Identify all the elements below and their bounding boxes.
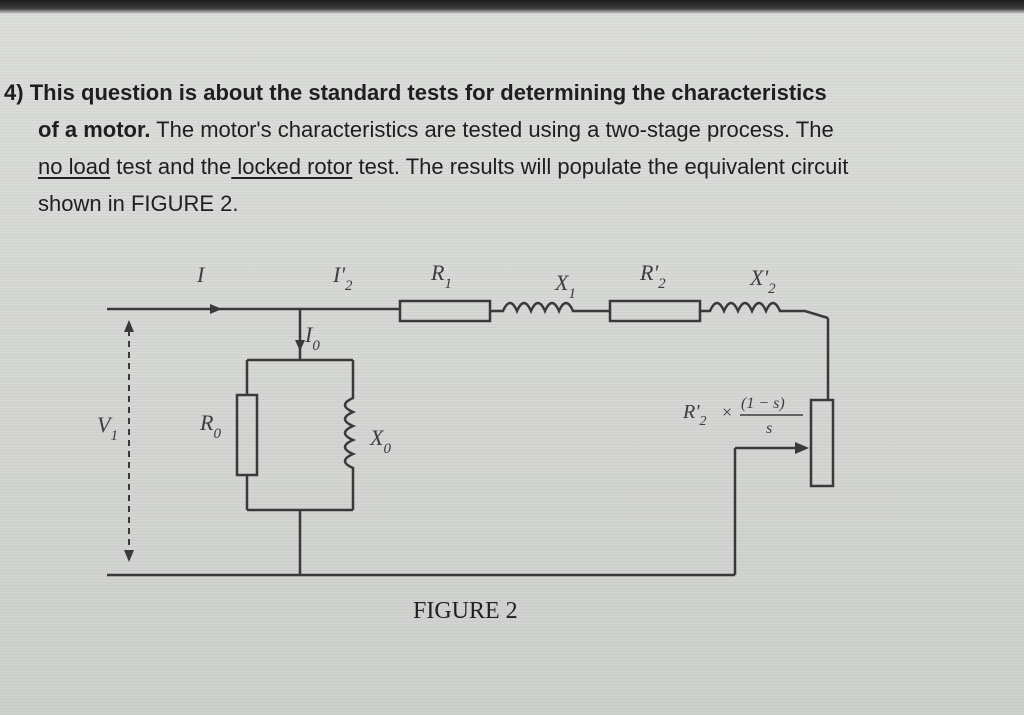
question-heading-end: of a motor. <box>38 117 151 142</box>
label-load-numerator: (1 − s) <box>741 395 785 412</box>
x2-inductor <box>700 301 829 320</box>
label-x2: X'2 <box>749 265 776 297</box>
label-i0: I0 <box>304 322 320 354</box>
question-line-2-text: The motor's characteristics are tested u… <box>150 117 834 142</box>
question-line-1: 4) This question is about the standard t… <box>4 74 994 111</box>
label-v1: V1 <box>97 412 118 444</box>
load-resistor <box>809 398 835 488</box>
question-line-3-mid: test and the <box>110 154 232 179</box>
v1-arrowhead-top <box>124 320 134 332</box>
x0-inductor <box>343 360 357 510</box>
v1-arrowhead-bottom <box>124 550 134 562</box>
label-i2: I'2 <box>332 262 353 294</box>
label-x1: X1 <box>554 270 576 302</box>
question-line-4: shown in FIGURE 2. <box>38 191 239 216</box>
no-load-term: no load <box>38 154 111 179</box>
label-load-denominator: s <box>766 420 772 437</box>
figure-caption: FIGURE 2 <box>413 598 518 624</box>
label-load-resistance: R'2 × (1 − s) s <box>682 395 803 437</box>
label-r1: R1 <box>430 260 452 292</box>
label-r2: R'2 <box>639 260 666 292</box>
question-heading: This question is about the standard test… <box>29 80 827 105</box>
arrow-heads <box>124 304 809 562</box>
current-i0-arrowhead <box>295 340 305 351</box>
question-line-2: of a motor. The motor's characteristics … <box>4 111 994 148</box>
question-line-3-rest: test. The results will populate the equi… <box>352 154 849 179</box>
equivalent-circuit-diagram: I I'2 I0 R1 X1 R'2 X'2 V1 R0 X0 R'2 × (1… <box>97 260 835 624</box>
label-i: I <box>196 262 206 287</box>
top-shadow <box>0 0 1024 14</box>
current-i-arrowhead <box>210 304 222 314</box>
question-number: 4) <box>4 80 24 105</box>
wiper-arrowhead <box>795 442 809 454</box>
figure-2: I I'2 I0 R1 X1 R'2 X'2 V1 R0 X0 R'2 × (1… <box>95 250 855 640</box>
r0-resistor <box>235 393 259 477</box>
locked-rotor-term: locked rotor <box>231 154 353 179</box>
circuit-wires <box>107 299 835 577</box>
label-r0: R0 <box>199 410 221 442</box>
label-x0: X0 <box>369 425 391 457</box>
x1-inductor <box>490 301 610 315</box>
label-load-times: × <box>722 402 732 422</box>
label-load-r2: R'2 <box>682 401 707 429</box>
r1-resistor <box>398 299 492 323</box>
question-line-3: no load test and the locked rotor test. … <box>4 148 994 185</box>
question-text: 4) This question is about the standard t… <box>4 74 994 222</box>
r2-resistor <box>608 299 702 323</box>
